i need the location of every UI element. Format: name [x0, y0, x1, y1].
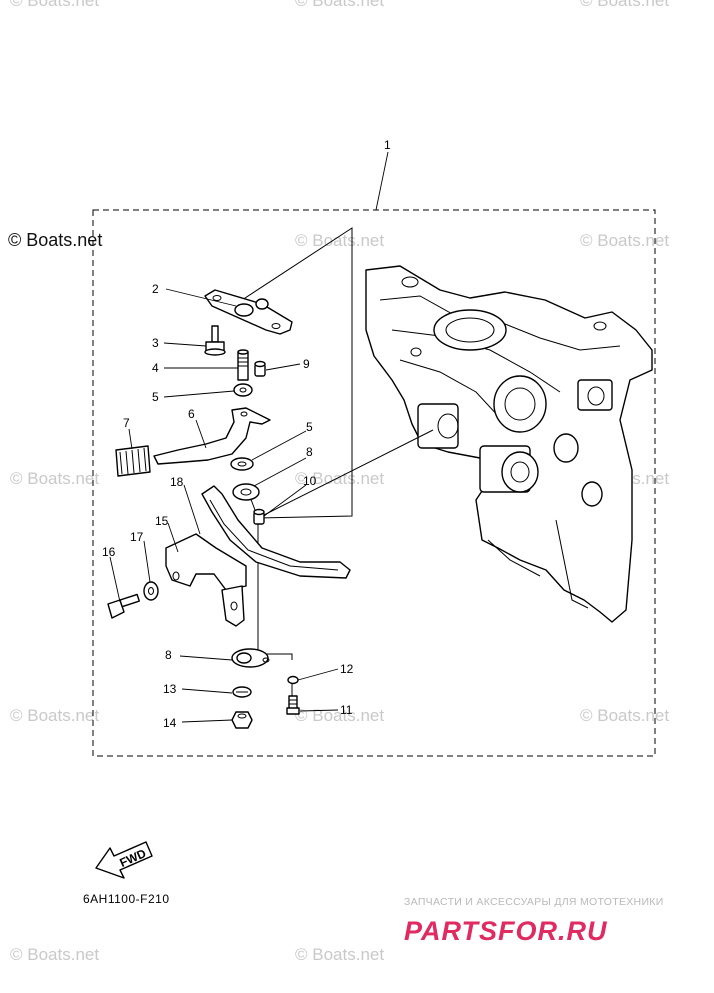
- guide-inner-edge: [209, 499, 339, 571]
- part-14-nut: [231, 711, 253, 729]
- callout-15: 15: [155, 514, 169, 528]
- washer-hole: [237, 461, 247, 467]
- part-4-pin: [237, 349, 249, 381]
- part-10-collar: [253, 508, 265, 525]
- part-9-collar: [254, 360, 266, 377]
- callout-12: 12: [340, 662, 354, 676]
- washer-hole: [239, 387, 247, 393]
- partsfor-banner: ЗАПЧАСТИ И АКСЕССУАРЫ ДЛЯ МОТОТЕХНИКИ PA…: [404, 896, 664, 946]
- callout-9: 9: [303, 357, 310, 371]
- callout-6: 6: [188, 407, 195, 421]
- banner-tagline: ЗАПЧАСТИ И АКСЕССУАРЫ ДЛЯ МОТОТЕХНИКИ: [404, 896, 664, 908]
- watermark: © Boats.net: [10, 945, 99, 964]
- callout-16: 16: [102, 545, 116, 559]
- callout-11: 11: [340, 703, 353, 717]
- part-5-washer: [230, 457, 254, 471]
- watermark: © Boats.net: [295, 469, 384, 488]
- callout-10: 10: [303, 474, 317, 488]
- watermark-layer: © Boats.net © Boats.net © Boats.net © Bo…: [8, 0, 669, 964]
- part-15-bracket: [165, 533, 247, 627]
- part-17-washer: [143, 581, 159, 601]
- part-11-bolt: [286, 695, 300, 715]
- watermark: © Boats.net: [10, 0, 99, 10]
- watermark: © Boats.net: [295, 231, 384, 250]
- callout-4: 4: [152, 361, 159, 375]
- watermark: © Boats.net: [580, 0, 669, 10]
- washer-hole: [148, 587, 154, 595]
- assembly-boundary: [92, 209, 656, 757]
- cam-hole: [240, 488, 252, 496]
- callout-8-second: 8: [165, 648, 172, 662]
- callout-7: 7: [123, 416, 130, 430]
- callout-leaders: [109, 288, 339, 723]
- engine-bracket-drawing: [365, 265, 653, 623]
- drawing-code: 6AH1100-F210: [83, 892, 170, 906]
- watermark: © Boats.net: [10, 706, 99, 725]
- leader-line: [375, 151, 389, 211]
- callout-13: 13: [163, 682, 177, 696]
- callout-3: 3: [152, 336, 159, 350]
- fwd-arrow: FWD: [95, 841, 153, 879]
- part-5-washer: [233, 383, 253, 397]
- callout-17: 17: [130, 530, 144, 544]
- watermark: © Boats.net: [295, 0, 384, 10]
- callout-numbers: 1 2 3 4 5 6 5 7 8 9 10 11 12 13 14 15 16…: [102, 138, 391, 730]
- watermark: © Boats.net: [10, 469, 99, 488]
- part-8-cam: [232, 483, 260, 501]
- part-6-lever: [153, 407, 271, 465]
- callout-2: 2: [152, 282, 159, 296]
- lever-hole: [240, 411, 248, 417]
- callout-14: 14: [163, 716, 177, 730]
- part-7-grip: [115, 445, 151, 477]
- callout-18: 18: [170, 475, 184, 489]
- callout-5-second: 5: [306, 420, 313, 434]
- cam-hole: [262, 657, 270, 663]
- banner-brand: PARTSFOR.RU: [404, 916, 608, 946]
- callout-1: 1: [384, 138, 391, 152]
- watermark: © Boats.net: [580, 231, 669, 250]
- part-12-washer: [287, 675, 299, 685]
- part-3-bolt: [204, 325, 226, 356]
- callout-8: 8: [306, 445, 313, 459]
- callout-5: 5: [152, 390, 159, 404]
- watermark-primary: © Boats.net: [8, 230, 102, 250]
- watermark: © Boats.net: [580, 706, 669, 725]
- cam-boss: [236, 652, 252, 664]
- part-2-plate: [204, 289, 293, 335]
- watermark: © Boats.net: [295, 945, 384, 964]
- part-16-bolt: [107, 593, 140, 619]
- fwd-label: FWD: [117, 846, 148, 870]
